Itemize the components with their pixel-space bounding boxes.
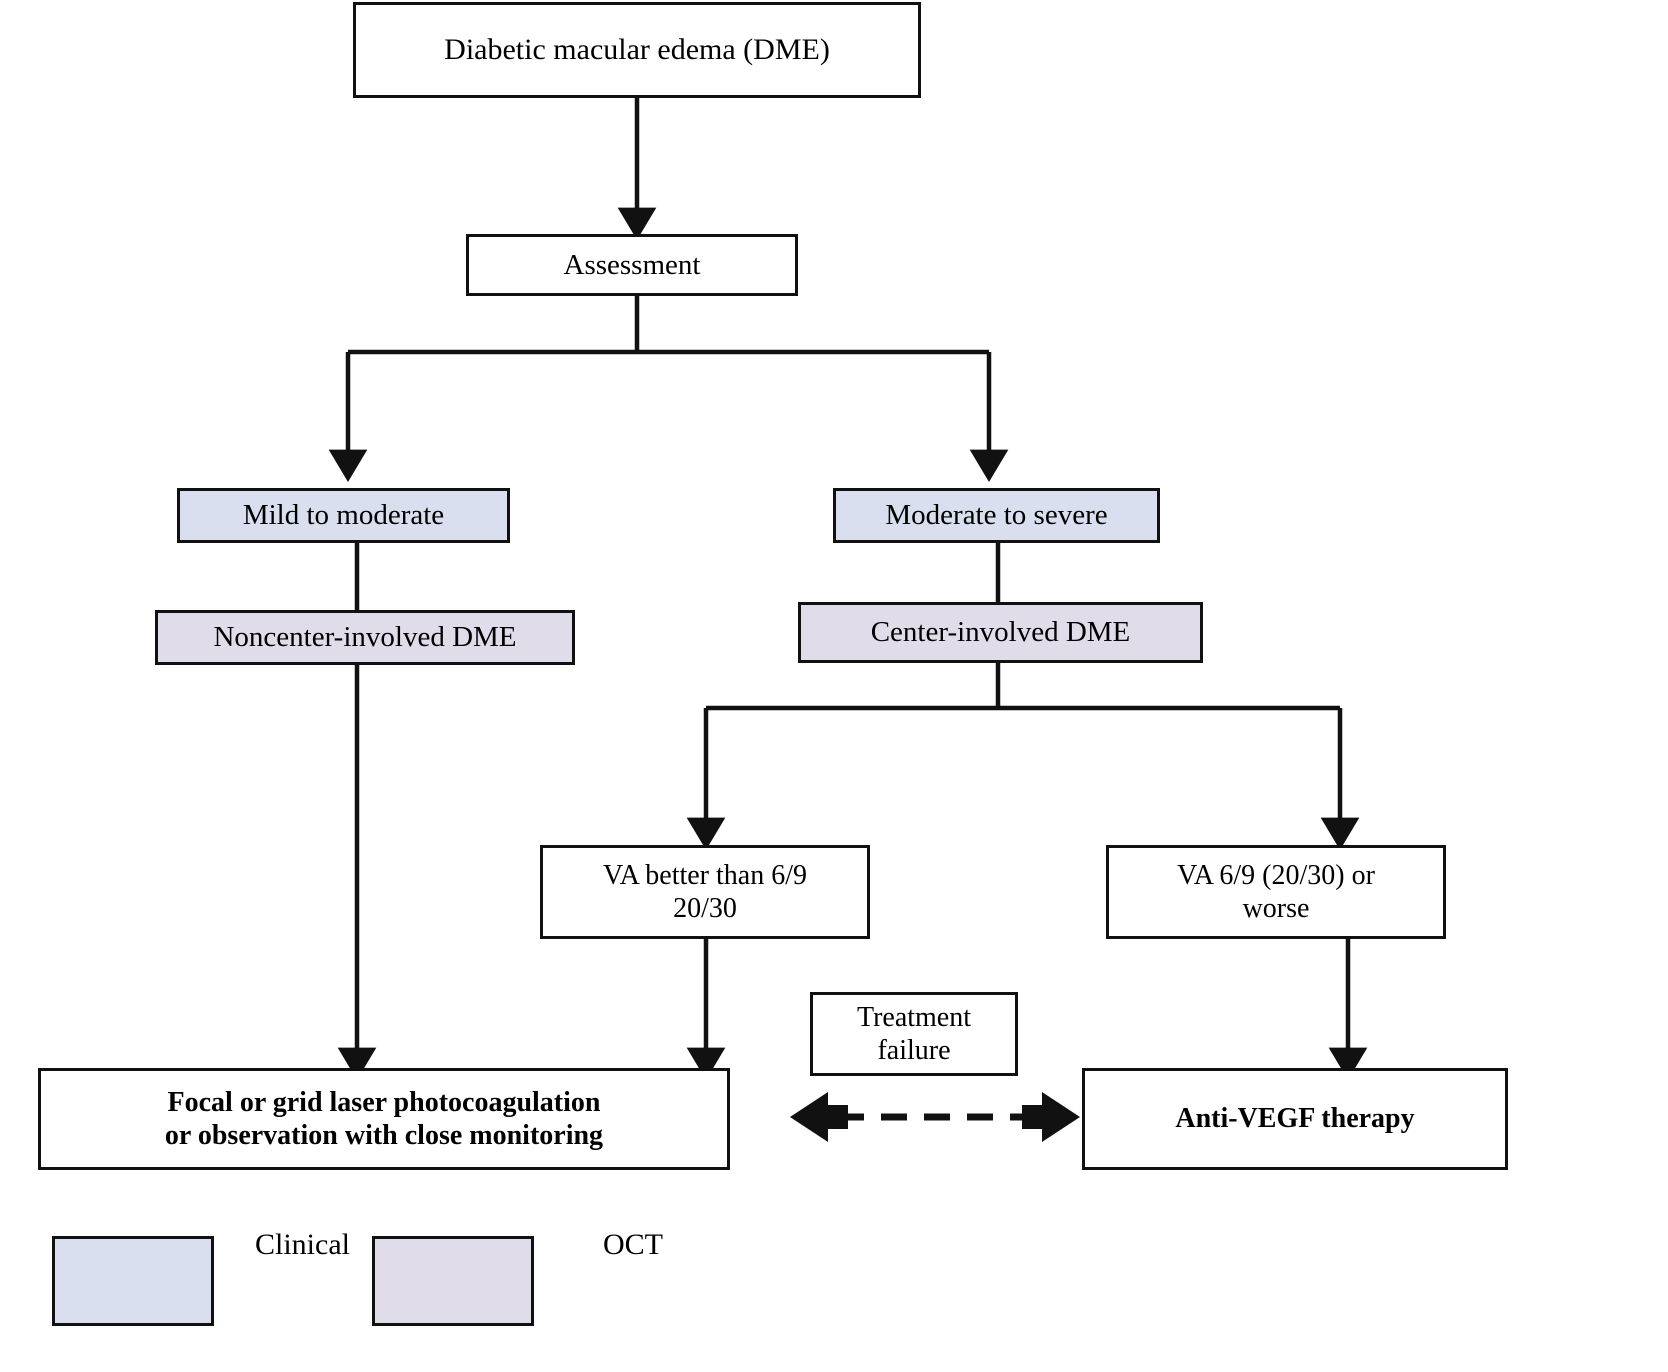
node-laser-photocoagulation-line2: or observation with close monitoring — [164, 1120, 604, 1151]
node-assessment-label: Assessment — [563, 248, 701, 281]
legend-swatch-oct — [372, 1236, 534, 1326]
legend-label-oct: OCT — [603, 1228, 663, 1261]
node-va-worse[interactable]: VA 6/9 (20/30) or worse — [1106, 845, 1446, 939]
node-va-worse-line2: worse — [1242, 893, 1310, 924]
node-anti-vegf-therapy-label: Anti-VEGF therapy — [1175, 1103, 1415, 1135]
node-treatment-failure-line2: failure — [877, 1035, 951, 1066]
node-va-better-than-line1: VA better than 6/9 — [602, 859, 807, 891]
node-mild-to-moderate-label: Mild to moderate — [242, 499, 445, 532]
node-anti-vegf-therapy[interactable]: Anti-VEGF therapy — [1082, 1068, 1508, 1170]
node-laser-photocoagulation-line1: Focal or grid laser photocoagulation — [167, 1086, 601, 1118]
node-va-worse-line1: VA 6/9 (20/30) or — [1177, 859, 1375, 891]
node-va-better-than[interactable]: VA better than 6/9 20/30 — [540, 845, 870, 939]
node-noncenter-involved-dme-label: Noncenter-involved DME — [213, 621, 517, 654]
node-moderate-to-severe-label: Moderate to severe — [885, 499, 1108, 532]
node-dme[interactable]: Diabetic macular edema (DME) — [353, 2, 921, 98]
node-treatment-failure[interactable]: Treatment failure — [810, 992, 1018, 1076]
legend-label-clinical: Clinical — [255, 1228, 350, 1261]
legend-swatch-clinical — [52, 1236, 214, 1326]
node-laser-photocoagulation[interactable]: Focal or grid laser photocoagulation or … — [38, 1068, 730, 1170]
node-treatment-failure-line1: Treatment — [856, 1001, 972, 1033]
node-center-involved-dme-label: Center-involved DME — [870, 616, 1131, 649]
node-va-better-than-line2: 20/30 — [673, 893, 737, 924]
node-center-involved-dme[interactable]: Center-involved DME — [798, 602, 1203, 663]
edge-treatment-failure-bidirectional — [790, 1092, 1080, 1142]
node-noncenter-involved-dme[interactable]: Noncenter-involved DME — [155, 610, 575, 665]
node-assessment[interactable]: Assessment — [466, 234, 798, 296]
node-moderate-to-severe[interactable]: Moderate to severe — [833, 488, 1160, 543]
node-dme-label: Diabetic macular edema (DME) — [444, 33, 830, 67]
node-mild-to-moderate[interactable]: Mild to moderate — [177, 488, 510, 543]
